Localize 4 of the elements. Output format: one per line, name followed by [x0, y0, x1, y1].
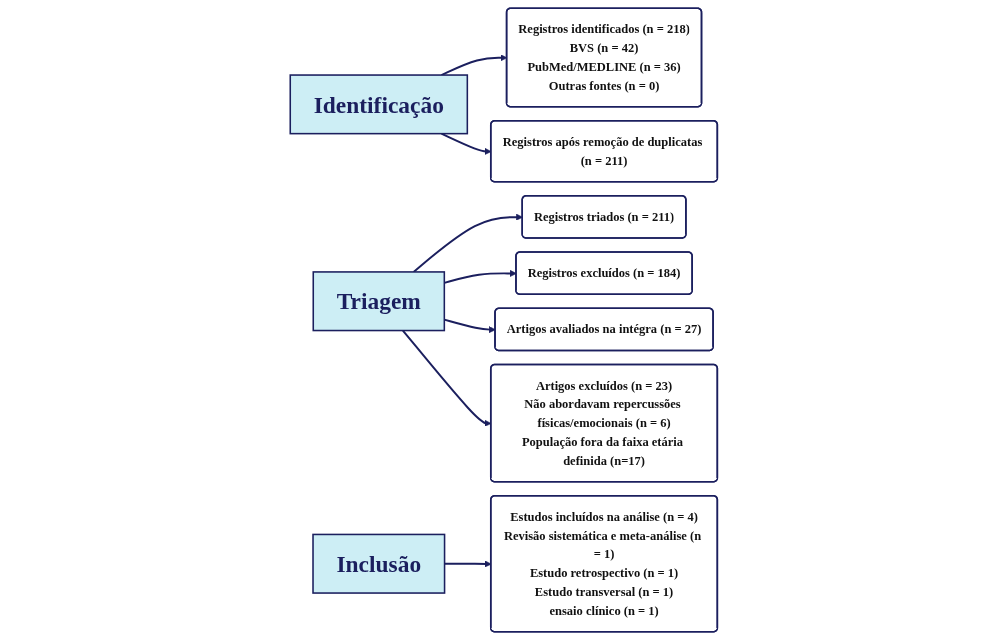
arrow: [440, 54, 507, 77]
node-box: Identificação: [289, 74, 468, 135]
node-box: Inclusão: [311, 533, 446, 594]
node-box: Triagem: [312, 271, 445, 332]
